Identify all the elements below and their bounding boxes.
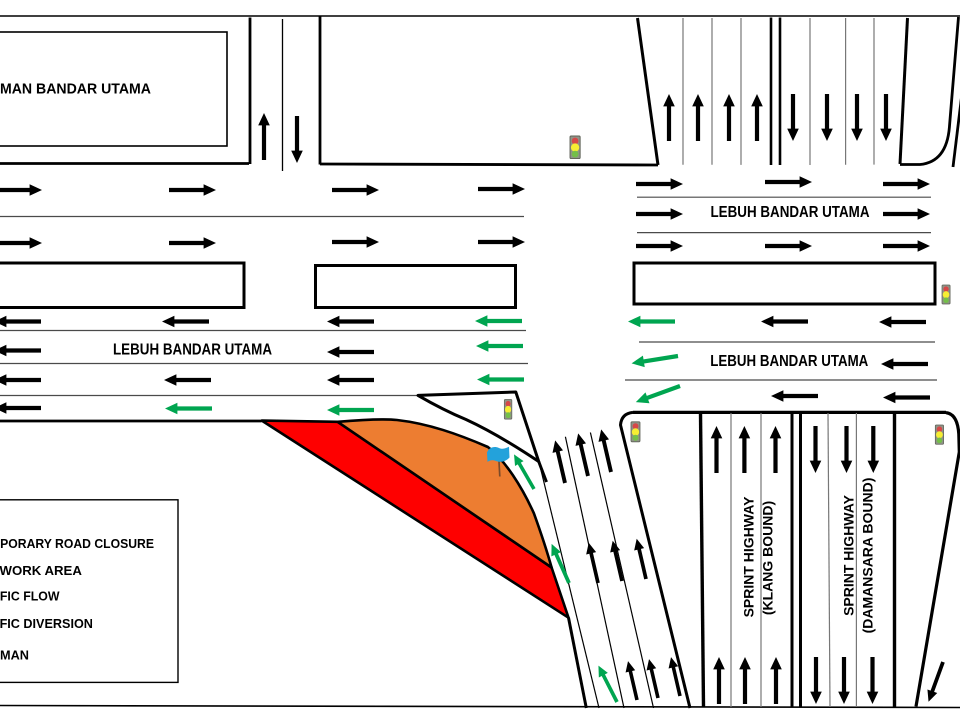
svg-text:FLAGMAN: FLAGMAN (0, 648, 29, 663)
svg-text:(KLANG BOUND): (KLANG BOUND) (760, 501, 776, 615)
svg-text:TRAFFIC DIVERSION: TRAFFIC DIVERSION (0, 616, 93, 631)
svg-text:TEMPORARY ROAD CLOSURE: TEMPORARY ROAD CLOSURE (0, 536, 154, 551)
svg-text:TRAFFIC FLOW: TRAFFIC FLOW (0, 589, 60, 604)
svg-text:WORK AREA: WORK AREA (0, 563, 82, 578)
svg-text:SPRINT HIGHWAY: SPRINT HIGHWAY (841, 494, 857, 615)
svg-text:(DAMANSARA BOUND): (DAMANSARA BOUND) (860, 478, 876, 634)
svg-text:LEBUH BANDAR UTAMA: LEBUH BANDAR UTAMA (711, 204, 870, 221)
svg-text:SPRINT HIGHWAY: SPRINT HIGHWAY (741, 496, 757, 617)
svg-text:LEBUH BANDAR UTAMA: LEBUH BANDAR UTAMA (710, 353, 868, 370)
svg-text:TAMAN BANDAR UTAMA: TAMAN BANDAR UTAMA (0, 82, 151, 98)
svg-text:LEBUH BANDAR UTAMA: LEBUH BANDAR UTAMA (113, 342, 272, 359)
